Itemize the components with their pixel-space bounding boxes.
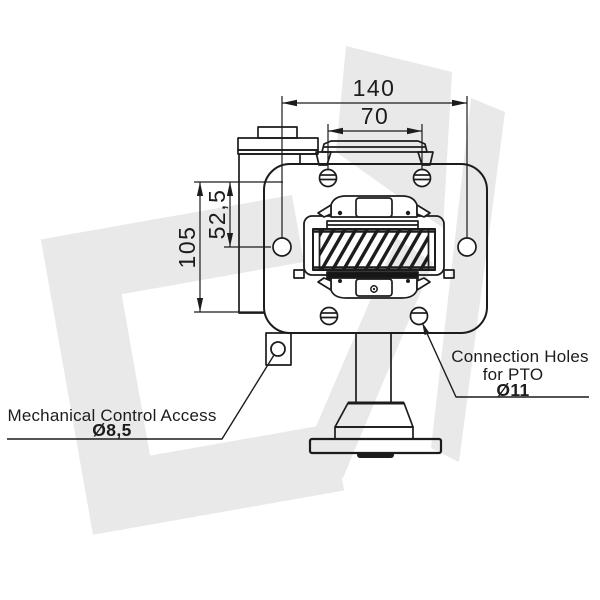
top-yoke-wing-right [416,204,431,218]
bottom-yoke-wing-left [317,277,332,291]
gearbox-body [7,96,589,458]
dimension-arrows [196,99,467,336]
rail-right [443,269,455,279]
dim-140-label: 140 [353,75,396,101]
breather-band [237,137,319,151]
dim-52-label: 52,5 [204,189,230,240]
pto-annotation-diameter: Ø11 [496,380,529,400]
bottom-yoke-pin-right [406,279,410,283]
side-hole-right [457,237,477,257]
mounting-plate [263,163,488,334]
screw-bottom-left [319,306,339,326]
pto-annotation-line2: for PTO [483,365,544,384]
side-hole-left [272,237,292,257]
pto-leader-arrow [422,322,430,336]
dimension-lines [7,96,589,440]
bottom-yoke-wing-right [416,277,431,291]
screw-bottom-right [409,306,429,326]
gear-assembly [293,195,455,299]
bottom-yoke-notch [355,278,393,297]
shaft-end [357,452,394,458]
pto-leader [424,328,589,398]
side-block-and-breather [237,126,319,314]
screw-top-right [412,168,432,188]
top-yoke-pin-left [337,210,343,216]
top-yoke-notch [355,197,393,218]
screw-top-left [318,168,338,188]
control-bracket [265,332,292,366]
control-bracket-plate [265,332,292,366]
helical-gear [312,228,436,271]
top-yoke-pin-right [405,210,411,216]
bottom-yoke-dot-center [372,287,376,291]
top-yoke-wing-left [317,204,332,218]
mechanical-leader [7,354,275,440]
pto-annotation-line1: Connection Holes [451,347,588,366]
drawing-labels: 140 70 52,5 105 Connection Holes for PTO… [7,75,588,440]
bottom-yoke-pin-left [338,279,342,283]
bottom-yoke-dot [370,285,378,293]
mechanical-annotation-line1: Mechanical Control Access [7,406,216,425]
dim-70-label: 70 [361,103,390,129]
side-block-outline [238,153,318,314]
mechanical-annotation-diameter: Ø8,5 [92,420,132,440]
plate-holes [272,168,477,326]
breather-cap [257,126,298,139]
leader-lines [7,328,589,440]
output-shaft [308,333,443,458]
brand-watermark [40,46,505,535]
control-access-hole [270,341,286,357]
watermark-letter-c [40,195,345,535]
rail-left [293,269,305,279]
dim-105-label: 105 [174,226,200,269]
